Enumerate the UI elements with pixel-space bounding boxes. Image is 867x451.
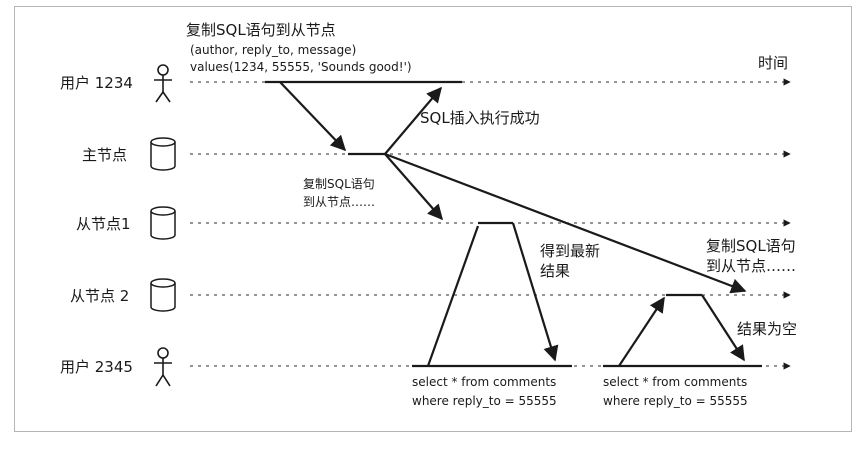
query-1-line-2: where reply_to = 55555 [412,394,557,408]
query-1-line-1: select * from comments [412,375,556,389]
query-2-request-arrow [618,296,665,367]
query-2-line-1: select * from comments [603,375,747,389]
query-1-response-arrow [511,222,559,362]
replicate-follower-1-line-2: 到从节点…… [303,195,375,209]
figure-frame [14,6,852,432]
database-icon [150,206,176,240]
query-2-line-2: where reply_to = 55555 [603,394,748,408]
replicate-follower-1-arrow [384,153,444,221]
replicate-follower-2-line-1: 复制SQL语句 [706,237,796,255]
query-1-request-line [426,225,480,367]
row-label-follower-2: 从节点 2 [70,287,129,305]
row-label-user-1234: 用户 1234 [60,74,133,92]
insert-note-line-3: values(1234, 55555, 'Sounds good!') [190,60,412,74]
latest-result-line-1: 得到最新 [540,242,600,260]
replicate-follower-2-arrow [384,152,747,294]
row-label-follower-1: 从节点1 [76,215,131,233]
database-icon [150,137,176,171]
insert-success-label: SQL插入执行成功 [420,109,540,127]
row-label-leader: 主节点 [82,146,127,164]
query-2-response-arrow [701,294,745,362]
insert-note-line-2: (author, reply_to, message) [190,43,356,57]
replicate-follower-1-line-1: 复制SQL语句 [303,177,375,191]
insert-success-arrow [384,86,442,155]
user-icon [154,347,172,387]
user-icon [154,64,172,103]
insert-note-line-1: 复制SQL语句到从节点 [186,21,336,39]
latest-result-line-2: 结果 [540,262,570,280]
row-label-user-2345: 用户 2345 [60,358,133,376]
time-axis-label: 时间 [758,54,788,72]
empty-result-label: 结果为空 [737,320,797,338]
insert-request-arrow [279,81,347,152]
replicate-follower-2-line-2: 到从节点…… [706,257,796,275]
database-icon [150,278,176,312]
